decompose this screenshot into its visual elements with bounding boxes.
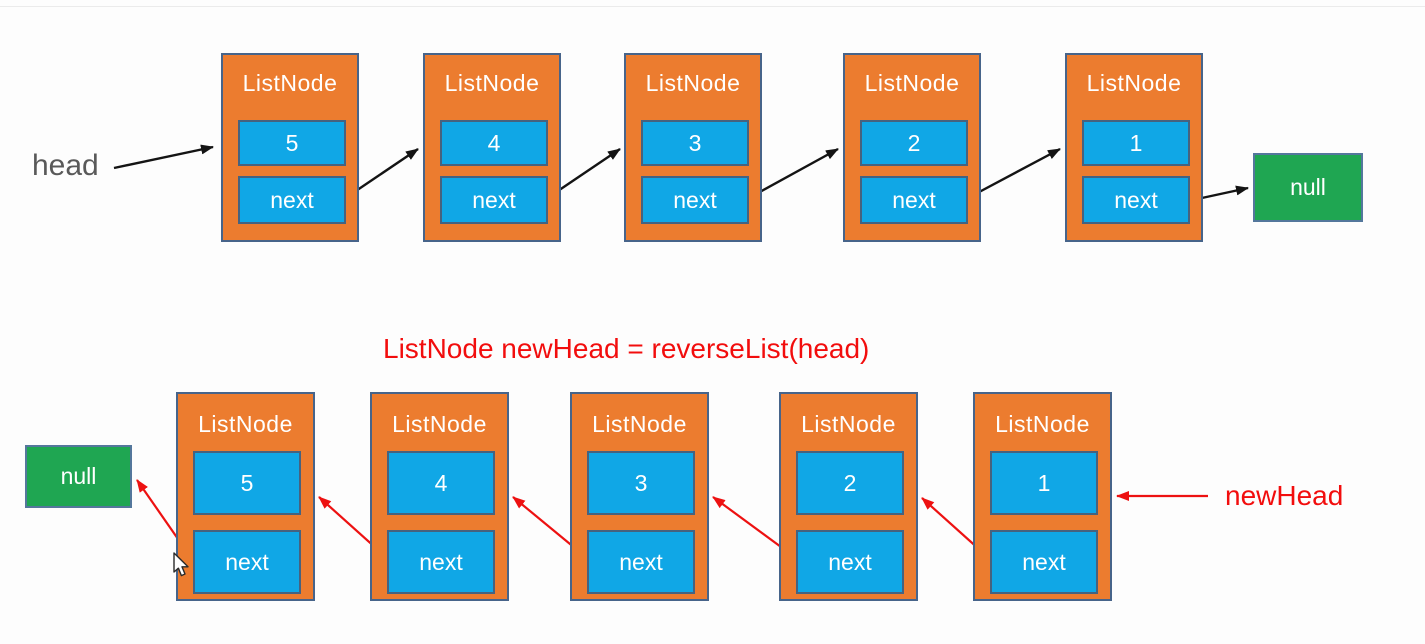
value-field: 2 [860,120,968,166]
listnode-title: ListNode [1086,70,1182,96]
null-terminator-top: null [1253,153,1363,222]
next-field: next [641,176,749,224]
head-to-node5-arrow [113,144,214,170]
listnode-box-bottom-2: ListNode 2 next [779,392,918,601]
listnode-title: ListNode [444,70,540,96]
reverse-call-caption: ListNode newHead = reverseList(head) [383,333,870,364]
next-field: next [990,530,1098,594]
value-field: 2 [796,451,904,515]
listnode-box-top-1: ListNode 1 next [1065,53,1203,242]
next-field: next [587,530,695,594]
listnode-box-bottom-5: ListNode 5 next [176,392,315,601]
listnode-box-bottom-4: ListNode 4 next [370,392,509,601]
listnode-title: ListNode [392,411,487,437]
next-field: next [193,530,301,594]
listnode-title: ListNode [645,70,741,96]
listnode-title: ListNode [995,411,1090,437]
slide-top-border [0,6,1425,7]
listnode-box-top-5: ListNode 5 next [221,53,359,242]
listnode-box-top-3: ListNode 3 next [624,53,762,242]
listnode-title: ListNode [198,411,293,437]
value-field: 1 [990,451,1098,515]
head-pointer-label: head [32,149,99,182]
value-field: 5 [238,120,346,166]
mouse-cursor [173,552,189,577]
next-field: next [796,530,904,594]
listnode-box-bottom-3: ListNode 3 next [570,392,709,601]
value-field: 1 [1082,120,1190,166]
value-field: 3 [587,451,695,515]
listnode-title: ListNode [864,70,960,96]
value-field: 4 [440,120,548,166]
next-field: next [387,530,495,594]
listnode-title: ListNode [592,411,687,437]
newhead-pointer-label: newHead [1225,480,1344,511]
null-terminator-bottom: null [25,445,132,508]
next-field: next [238,176,346,224]
next-field: next [440,176,548,224]
listnode-box-top-4: ListNode 4 next [423,53,561,242]
listnode-box-bottom-1: ListNode 1 next [973,392,1112,601]
next-field: next [1082,176,1190,224]
listnode-title: ListNode [242,70,338,96]
listnode-title: ListNode [801,411,896,437]
value-field: 5 [193,451,301,515]
next-field: next [860,176,968,224]
value-field: 4 [387,451,495,515]
value-field: 3 [641,120,749,166]
listnode-box-top-2: ListNode 2 next [843,53,981,242]
